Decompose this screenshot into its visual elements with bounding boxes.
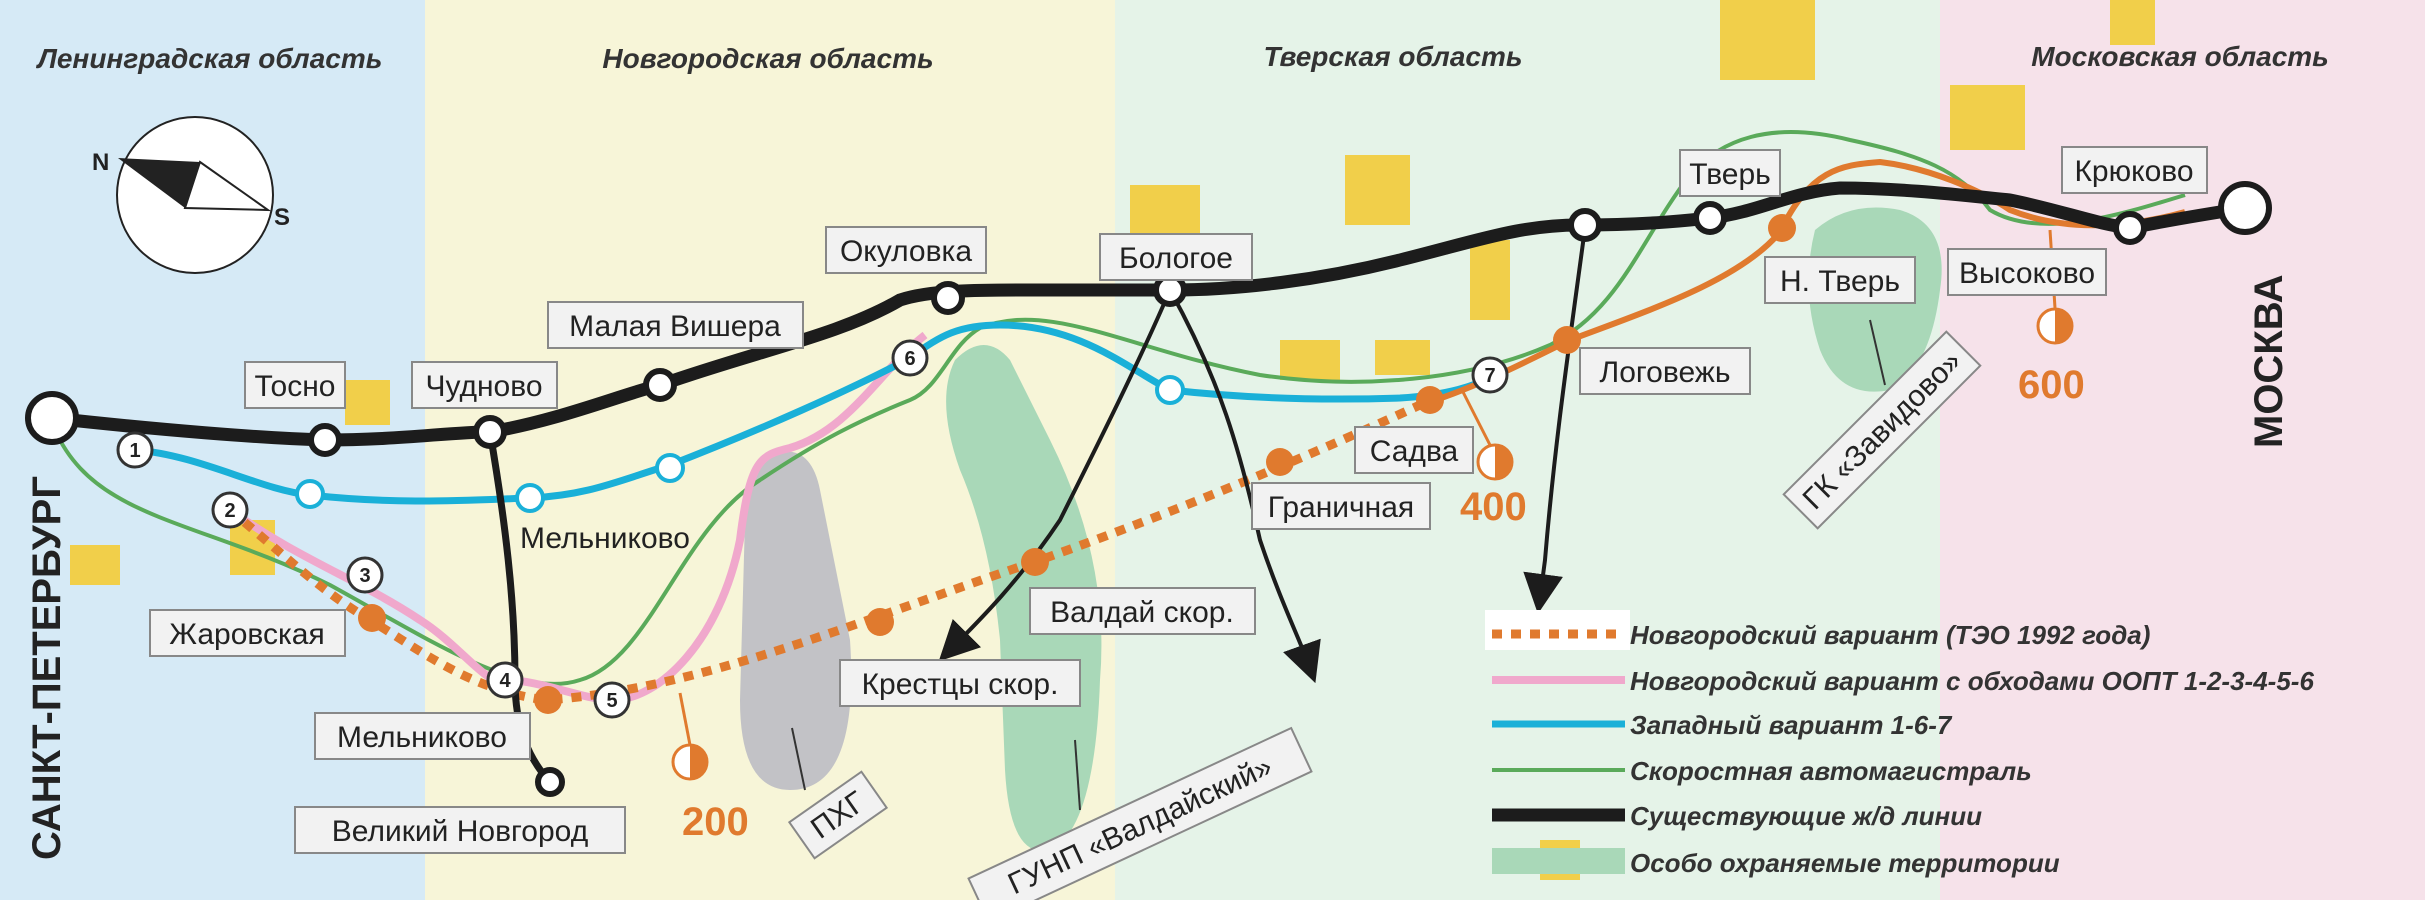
- label-sadva: Садва: [1354, 426, 1474, 474]
- waypoint-3[interactable]: 3: [346, 556, 384, 594]
- km-marker-400: 400: [1460, 389, 1527, 529]
- compass-needle-north-icon: [118, 158, 200, 208]
- city-label-saint-petersburg: САНКТ-ПЕТЕРБУРГ: [25, 476, 69, 860]
- svg-text:Окуловка: Окуловка: [840, 235, 972, 268]
- km-marker-200: 200: [671, 692, 749, 844]
- label-tosno: Тосно: [244, 361, 346, 409]
- cyan-route-line: [134, 321, 1492, 505]
- railway-branch-tver-south: [1523, 227, 1587, 614]
- svg-text:Тосно: Тосно: [255, 370, 336, 403]
- label-chudovo: Чудново: [411, 361, 558, 409]
- region-label-moscow: Московская область: [2031, 41, 2329, 72]
- svg-text:Чудново: Чудново: [425, 370, 542, 403]
- label-kryukovo: Крюково: [2061, 146, 2208, 194]
- svg-text:Великий Новгород: Великий Новгород: [332, 815, 588, 848]
- station-dot-kryukovo[interactable]: [2113, 211, 2147, 245]
- label-malaya-vishera: Малая Вишера: [547, 301, 804, 349]
- svg-text:Садва: Садва: [1370, 435, 1459, 468]
- km-label-200: 200: [682, 800, 749, 844]
- waypoint-6[interactable]: 6: [891, 339, 929, 377]
- label-granichnaya: Граничная: [1251, 482, 1431, 530]
- leader-phg: [791, 727, 806, 791]
- cyan-station-markers: [295, 375, 1185, 513]
- legend-label-area: Особо охраняемые территории: [1630, 848, 2060, 878]
- legend-label-pink: Новгородский вариант с обходами ООПТ 1-2…: [1630, 666, 2314, 696]
- leader-zavidovo: [1869, 319, 1886, 386]
- svg-text:Тверь: Тверь: [1689, 158, 1771, 191]
- label-melnikovo-map: Мельниково: [520, 522, 690, 555]
- compass: N S: [92, 116, 290, 274]
- railway-branch-kresttsy: [938, 289, 1172, 662]
- svg-text:6: 6: [904, 348, 915, 370]
- svg-text:1: 1: [129, 440, 140, 462]
- svg-text:5: 5: [606, 690, 617, 712]
- station-dot-tver[interactable]: [1693, 201, 1727, 235]
- city-label-moscow: МОСКВА: [2247, 274, 2291, 448]
- waypoint-1[interactable]: 1: [116, 431, 154, 469]
- station-dot-okulovka[interactable]: [931, 281, 965, 315]
- svg-text:Крюково: Крюково: [2074, 155, 2193, 188]
- compass-needle-south-icon: [183, 160, 272, 212]
- waypoint-2[interactable]: 2: [211, 491, 249, 529]
- compass-south-label: S: [274, 204, 290, 231]
- legend-label-1992: Новгородский вариант (ТЭО 1992 года): [1630, 620, 2150, 650]
- svg-text:Мельниково: Мельниково: [337, 721, 507, 754]
- label-melnikovo: Мельниково: [314, 712, 531, 760]
- label-valday: Валдай скор.: [1029, 587, 1256, 635]
- label-okulovka: Окуловка: [825, 226, 987, 274]
- legend-label-black: Существующие ж/д линии: [1630, 801, 1982, 831]
- leader-gunp: [1074, 739, 1081, 811]
- label-tver: Тверь: [1679, 149, 1781, 197]
- station-dot-tosno[interactable]: [308, 423, 342, 457]
- label-vysokovo: Высоково: [1947, 248, 2107, 296]
- protected-area-pkhg: [740, 451, 852, 790]
- km-label-400: 400: [1460, 485, 1527, 529]
- label-bologoe: Бологое: [1099, 233, 1253, 281]
- svg-text:Логовежь: Логовежь: [1600, 356, 1731, 389]
- svg-text:Бологое: Бологое: [1119, 242, 1233, 275]
- svg-text:Малая Вишера: Малая Вишера: [569, 310, 781, 343]
- region-label-tver: Тверская область: [1263, 41, 1522, 72]
- waypoint-5[interactable]: 5: [593, 681, 631, 719]
- waypoint-7[interactable]: 7: [1471, 356, 1509, 394]
- svg-text:3: 3: [359, 565, 370, 587]
- railway-station-markers: [308, 201, 2147, 797]
- terminus-moscow[interactable]: [2218, 181, 2272, 235]
- orange-station-markers: [358, 214, 1796, 714]
- legend-swatch-area: [1492, 848, 1625, 874]
- station-dot-malaya-vishera[interactable]: [643, 368, 677, 402]
- label-kresttsy: Крестцы скор.: [839, 659, 1081, 707]
- svg-text:7: 7: [1484, 365, 1495, 387]
- legend-label-green: Скоростная автомагистраль: [1630, 756, 2032, 786]
- station-dot-chudovo[interactable]: [473, 415, 507, 449]
- station-dot-tver-south[interactable]: [1568, 208, 1602, 242]
- label-logovezh: Логовежь: [1579, 347, 1751, 395]
- region-label-leningrad: Ленинградская область: [36, 43, 383, 74]
- protected-area-valdai: [946, 345, 1102, 851]
- svg-text:Валдай скор.: Валдай скор.: [1050, 596, 1234, 629]
- svg-text:4: 4: [499, 670, 511, 692]
- region-label-novgorod: Новгородская область: [602, 43, 933, 74]
- svg-text:Граничная: Граничная: [1268, 491, 1414, 524]
- terminus-saint-petersburg[interactable]: [25, 391, 79, 445]
- svg-text:Высоково: Высоково: [1959, 257, 2095, 290]
- legend-label-cyan: Западный вариант 1-6-7: [1630, 710, 1953, 740]
- svg-text:Н. Тверь: Н. Тверь: [1780, 265, 1900, 298]
- km-label-600: 600: [2018, 363, 2085, 407]
- svg-text:Крестцы скор.: Крестцы скор.: [862, 668, 1059, 701]
- waypoint-4[interactable]: 4: [486, 661, 524, 699]
- label-zharovskaya: Жаровская: [149, 609, 346, 657]
- legend: Новгородский вариант (ТЭО 1992 года) Нов…: [1485, 610, 2314, 878]
- compass-north-label: N: [92, 149, 109, 176]
- orange-dotted-route-line: [227, 400, 1422, 705]
- svg-text:Жаровская: Жаровская: [169, 618, 324, 651]
- label-n-tver: Н. Тверь: [1764, 256, 1916, 304]
- station-dot-veliky-novgorod[interactable]: [535, 767, 565, 797]
- svg-text:2: 2: [224, 500, 235, 522]
- label-veliky-novgorod: Великий Новгород: [294, 806, 626, 854]
